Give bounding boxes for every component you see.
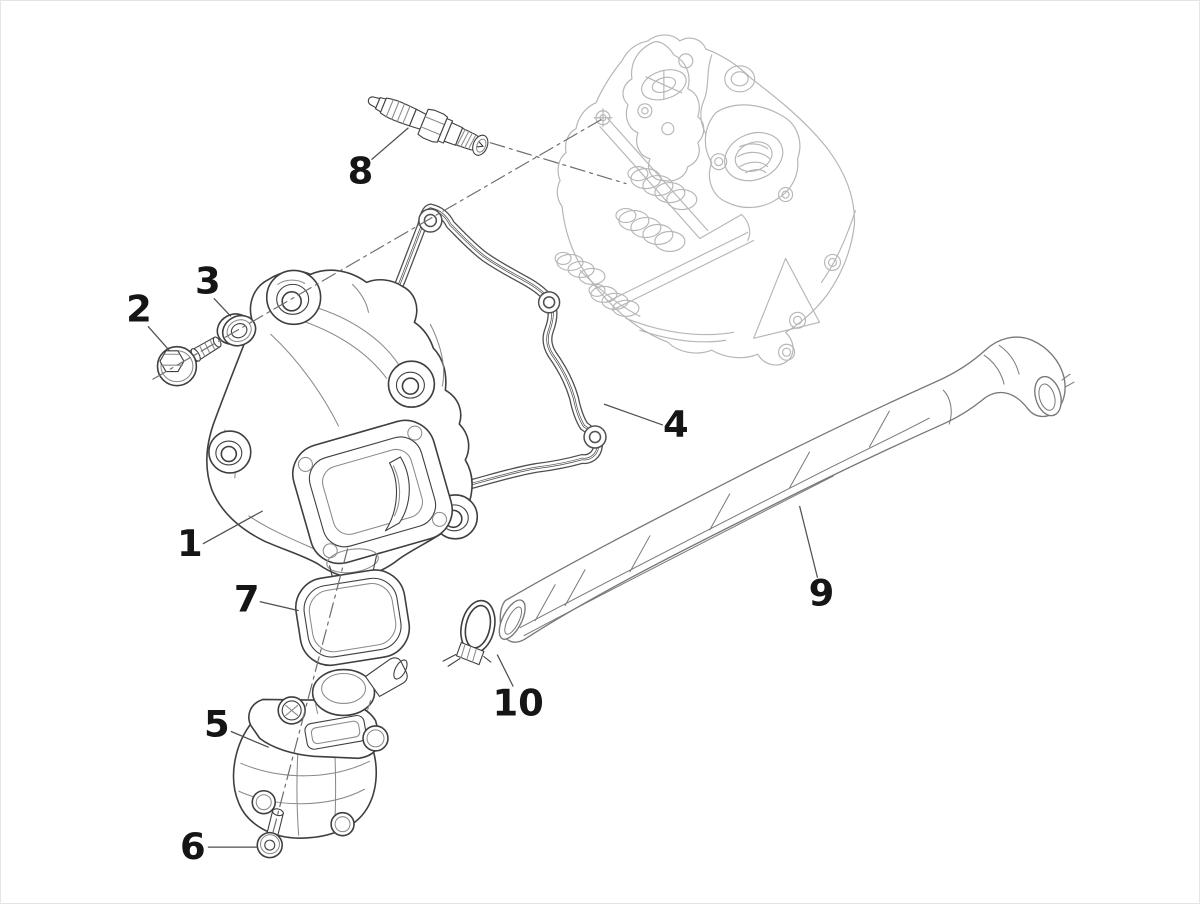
leader-line-breather-seal-ring (259, 601, 299, 612)
axis-spark-plug (489, 142, 627, 185)
spark-plug (367, 96, 489, 156)
callout-flanged-hex-screw: 2 (126, 287, 152, 330)
breather-valve-cover (232, 657, 408, 839)
leader-line-cover-gasket (603, 403, 664, 426)
callout-breather-seal-ring: 7 (234, 578, 260, 621)
leader-line-hose-clamp (496, 654, 514, 687)
axis-breather-stack (271, 548, 349, 838)
window-tab (384, 456, 410, 532)
socket-head-screw (256, 808, 284, 859)
hose-open-end (498, 599, 526, 640)
breather-hose (498, 336, 1075, 643)
leader-line-spark-plug (371, 127, 409, 161)
valve-ear (251, 789, 277, 815)
valve-dome (311, 668, 376, 717)
breather-seal-ring (294, 569, 411, 667)
valve-spigot (364, 657, 408, 698)
leader-line-breather-hose (798, 505, 819, 578)
leader-line-cylinder-head-cover (202, 510, 264, 545)
callout-breather-valve-cover: 5 (204, 702, 230, 745)
hose-clamp (442, 599, 496, 667)
valve-spring-coils (554, 166, 698, 317)
leader-line-flanged-hex-screw (147, 325, 171, 352)
cover-gasket (366, 209, 607, 506)
cover-window (292, 419, 454, 565)
cover-grommet (387, 360, 436, 408)
leader-line-washer (213, 297, 232, 317)
callout-cylinder-head-cover: 1 (177, 522, 203, 565)
valve-ear (362, 725, 389, 752)
valve-ear (330, 811, 355, 837)
flanged-hex-screw (156, 336, 222, 387)
cylinder-head (554, 34, 857, 366)
callout-breather-hose: 9 (809, 572, 835, 615)
callout-socket-head-screw: 6 (180, 825, 206, 868)
callout-cover-gasket: 4 (663, 403, 689, 446)
callout-spark-plug: 8 (348, 150, 374, 193)
callout-washer: 3 (195, 259, 221, 302)
axis-screw-to-head (152, 119, 602, 380)
valve-ear (277, 696, 306, 725)
leader-line-breather-valve-cover (230, 730, 269, 748)
assembly-axis-lines (152, 119, 627, 838)
cylinder-head-cover (206, 269, 479, 586)
cover-grommet (208, 430, 252, 474)
callout-hose-clamp: 10 (493, 681, 544, 724)
